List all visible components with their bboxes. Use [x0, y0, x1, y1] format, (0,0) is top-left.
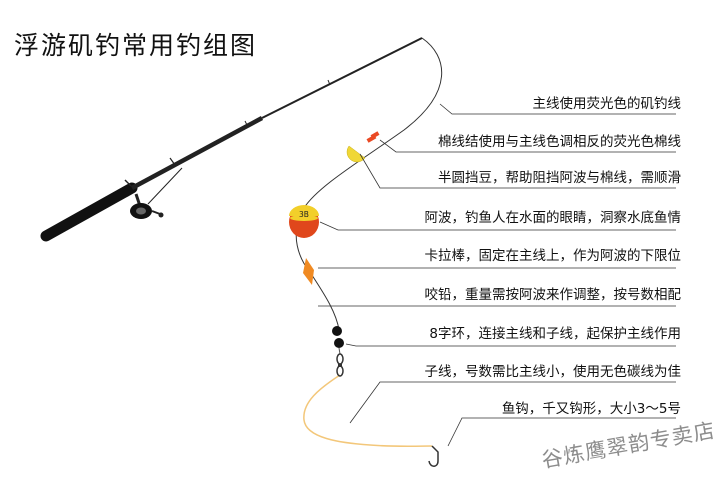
rod-tip-section	[261, 37, 423, 119]
reel-line	[147, 167, 183, 205]
label-split-shot: 咬铅，重量需按阿波来作调整，按号数相配	[424, 287, 682, 303]
leader-line	[303, 374, 433, 447]
split-shot-1	[332, 326, 342, 336]
label-main-line: 主线使用荧光色的矶钓线	[532, 96, 682, 112]
label-float: 阿波，钓鱼人在水面的眼睛，洞察水底鱼情	[424, 210, 682, 226]
swivel	[336, 347, 344, 377]
float-number: 3B	[299, 210, 309, 219]
label-stopper: 卡拉棒，固定在主线上，作为阿波的下限位	[424, 248, 682, 264]
rod-guide	[327, 79, 331, 86]
main-line	[295, 37, 442, 331]
spinning-reel	[130, 167, 183, 219]
reel-handle	[151, 210, 161, 215]
rod-guide	[169, 157, 176, 166]
label-half-round-bead: 半圆挡豆，帮助阻挡阿波与棉线，需顺滑	[438, 170, 681, 186]
label-swivel: 8字环，连接主线和子线，起保护主线作用	[429, 326, 681, 342]
rod-guide	[244, 120, 249, 128]
stopper	[303, 258, 314, 285]
callout-lines	[318, 103, 676, 447]
label-cotton-knot: 棉线结使用与主线色调相反的荧光色棉线	[438, 134, 681, 150]
hook	[428, 445, 439, 467]
float-top	[289, 205, 319, 216]
float-abo: 3B	[289, 205, 319, 238]
half-round-bead	[346, 145, 366, 163]
rod-lower-section	[130, 116, 264, 190]
label-leader: 子线，号数需比主线小，使用无色碳线为佳	[424, 364, 682, 380]
fishing-rod	[40, 37, 423, 242]
label-hook: 鱼钩，千又钩形，大小3～5号	[501, 401, 681, 417]
split-shot-2	[334, 338, 344, 348]
diagram-title: 浮游矶钓常用钓组图	[14, 31, 258, 60]
rod-handle	[40, 182, 138, 242]
cotton-knot	[366, 131, 380, 143]
